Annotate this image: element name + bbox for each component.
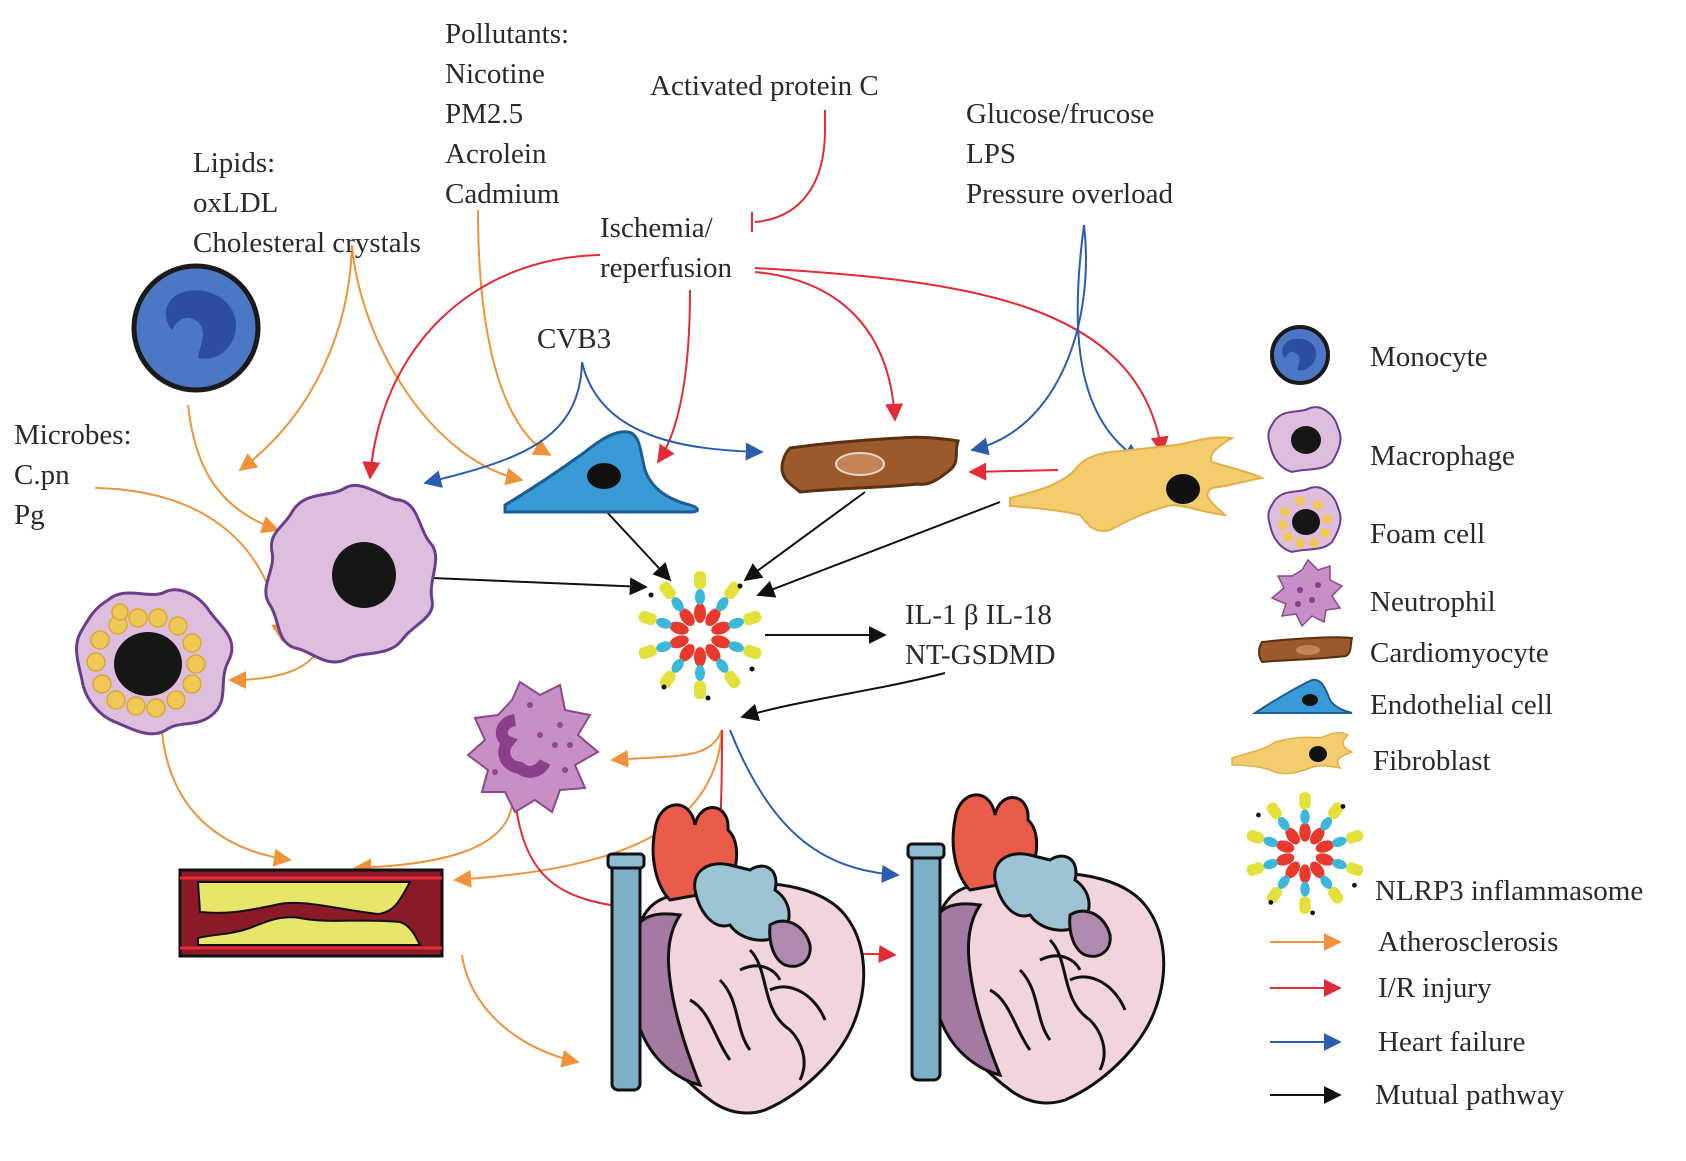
inflammasome-products-label: IL-1 β IL-18 NT-GSDMD — [905, 599, 1056, 671]
legend-label-macrophage: Macrophage — [1370, 440, 1515, 472]
metabolic-stimuli-label: Glucose/frucose LPS Pressure overload — [966, 98, 1173, 210]
monocyte-icon — [131, 263, 261, 393]
arrow-inflammasome-to-vessel — [453, 729, 723, 888]
arrow-lipids-to-macrophage — [238, 244, 353, 472]
legend-foam-cell-icon — [1267, 486, 1342, 554]
microbes-label: Microbes: C.pn Pg — [14, 419, 132, 531]
legend-label-fibroblast: Fibroblast — [1373, 745, 1491, 777]
cardiomyocyte-icon — [780, 435, 961, 494]
atherosclerotic-vessel-icon — [178, 868, 444, 958]
endothelial-cell-icon — [503, 430, 699, 514]
legend-label-ir-injury: I/R injury — [1378, 972, 1492, 1004]
arrow-ischemia-to-endothelial — [656, 289, 691, 464]
legend-fibroblast-icon — [1231, 731, 1355, 775]
arrow-macrophage-to-inflammasome — [431, 577, 648, 596]
arrow-ischemia-to-macrophage — [362, 254, 601, 480]
arrow-inflammasome-to-heart-failure — [729, 729, 900, 883]
arrow-neutrophil-to-vessel — [353, 804, 513, 877]
lipids-label: Lipids: oxLDL Cholesteral crystals — [193, 147, 421, 259]
foam-cell-icon — [75, 588, 234, 736]
arrow-cardiomyocyte-to-inflammasome — [743, 491, 866, 582]
inhibition-apc-to-ischemia — [754, 110, 826, 223]
arrow-monocyte-to-macrophage — [187, 404, 280, 534]
fibroblast-icon — [1009, 436, 1266, 532]
legend-macrophage-icon — [1267, 406, 1342, 474]
legend-label-cardiomyocyte: Cardiomyocyte — [1370, 637, 1549, 669]
legend-label-endothelial-cell: Endothelial cell — [1370, 689, 1553, 721]
arrow-fibroblast-to-cardiomyocyte — [968, 462, 1059, 481]
arrow-cvb3-to-cardiomyocyte — [581, 361, 764, 461]
legend-label-atherosclerosis: Atherosclerosis — [1378, 926, 1559, 958]
cvb3-label: CVB3 — [537, 323, 612, 355]
neutrophil-icon — [466, 680, 600, 814]
arrow-products-to-neutrophil — [740, 672, 946, 722]
legend-label-foam-cell: Foam cell — [1370, 518, 1486, 550]
legend-endothelial-cell-icon — [1251, 678, 1353, 714]
legend-label-mutual-pathway: Mutual pathway — [1375, 1079, 1565, 1111]
pollutants-label: Pollutants: Nicotine PM2.5 Acrolein Cadm… — [445, 18, 570, 210]
legend-neutrophil-icon — [1270, 558, 1344, 628]
legend-nlrp3-inflammasome-icon — [1245, 792, 1365, 916]
legend-label-heart-failure: Heart failure — [1378, 1026, 1526, 1058]
heart-failure-icon — [906, 793, 1166, 1105]
arrow-vessel-to-heart — [461, 954, 580, 1068]
legend-label-neutrophil: Neutrophil — [1370, 586, 1496, 618]
legend-monocyte-icon — [1270, 325, 1330, 385]
nlrp3-inflammasome-central-icon — [637, 571, 763, 701]
arrow-cvb3-to-macrophage — [423, 361, 583, 488]
arrow-ischemia-to-cardiomyocyte — [754, 271, 904, 422]
arrow-pollutants-to-endothelial — [477, 209, 552, 456]
ischemia-reperfusion-label: Ischemia/ reperfusion — [600, 212, 733, 284]
heart-ir-injury-icon — [606, 803, 866, 1115]
arrow-ischemia-to-fibroblast — [754, 267, 1169, 455]
arrow-endothelial-to-inflammasome — [604, 509, 672, 582]
arrow-inflammasome-to-neutrophil — [610, 729, 723, 768]
arrow-fibroblast-to-inflammasome — [756, 501, 1001, 598]
macrophage-icon — [264, 483, 438, 664]
legend-label-monocyte: Monocyte — [1370, 341, 1488, 373]
activated-protein-c-label: Activated protein C — [650, 70, 879, 102]
arrow-foamcell-to-vessel — [161, 731, 292, 867]
arrow-neutrophil-to-heart — [514, 799, 634, 916]
legend-cardiomyocyte-icon — [1258, 636, 1354, 664]
arrow-metabolic-to-cardiomyocyte — [970, 224, 1087, 456]
arrow-metabolic-to-fibroblast — [1076, 224, 1142, 461]
legend-label-nlrp3-inflammasome: NLRP3 inflammasome — [1375, 875, 1644, 907]
